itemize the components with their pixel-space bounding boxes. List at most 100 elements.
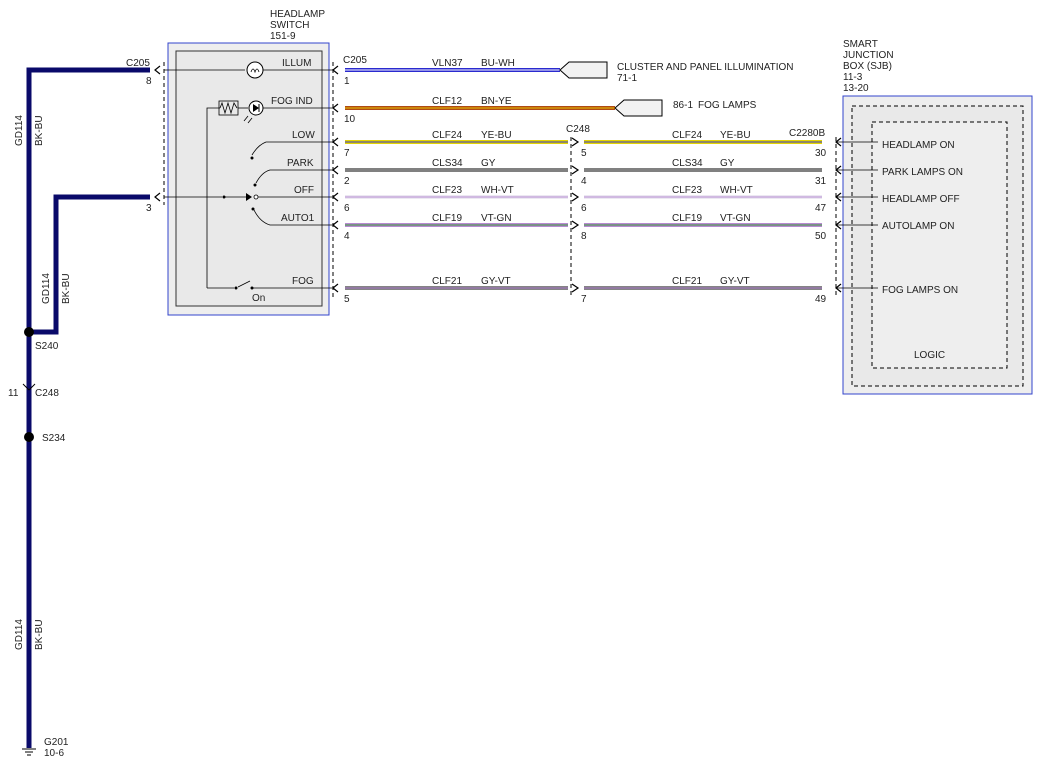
c205-right-label: C205 (343, 55, 367, 66)
headlamp-switch-title-1: HEADLAMP (270, 9, 325, 20)
ground-g201-label: G201 (44, 737, 69, 748)
wire-fog-circuit-2: CLF21 (672, 276, 702, 287)
wire-park-circuit-1: CLS34 (432, 158, 463, 169)
switch-off-label: OFF (294, 185, 314, 196)
wire-low-pin: 7 (344, 148, 350, 159)
c205-pin8-arrow-icon (154, 65, 161, 75)
splice-s234-label: S234 (42, 433, 66, 444)
headlamp-switch-ref: 151-9 (270, 31, 296, 42)
sjb-input-headlamp-off: HEADLAMP OFF (882, 194, 960, 205)
sjb-title-3: BOX (SJB) (843, 61, 892, 72)
c205-left-label: C205 (126, 58, 150, 69)
wire-fog-color-2: GY-VT (720, 276, 750, 287)
wire-fog-ind-pin: 10 (344, 114, 356, 125)
fog-flag-icon (614, 99, 663, 117)
wire-auto1-pin: 4 (344, 231, 350, 242)
wire-off-pin-sjb: 47 (815, 203, 827, 214)
headlamp-switch-inner-box (175, 50, 323, 307)
wire-auto1-pin-c248: 8 (581, 231, 587, 242)
wire-low-color-2: YE-BU (720, 130, 751, 141)
wire-low-pin-sjb: 30 (815, 148, 827, 159)
wire-off-pin: 6 (344, 203, 350, 214)
fog-ref: 86-1 (673, 100, 693, 111)
ground-circuit-label-1: GD114 (14, 115, 25, 146)
wire-illum-circuit: VLN37 (432, 58, 463, 69)
c248-inline-connector (22, 383, 36, 391)
switch-park-label: PARK (287, 158, 314, 169)
fog-ind-resistor-icon (219, 101, 238, 115)
illum-lamp-icon (246, 61, 264, 79)
wire-fog-pin-c248: 7 (581, 294, 587, 305)
smart-junction-box: SMART JUNCTION BOX (SJB) 11-3 13-20 LOGI… (789, 39, 1033, 395)
sjb-logic-box (871, 121, 1008, 369)
wire-auto1-circuit-1: CLF19 (432, 213, 462, 224)
wire-low-pin-c248: 5 (581, 148, 587, 159)
fog-label: FOG LAMPS (698, 100, 757, 111)
c248-connector[interactable]: C248 (566, 124, 590, 298)
c248-label: C248 (566, 124, 590, 135)
wire-low-circuit-1: CLF24 (432, 130, 462, 141)
switch-fog-ind-label: FOG IND (271, 96, 313, 107)
headlamp-switch-title-2: SWITCH (270, 20, 309, 31)
wire-fog-ind-color: BN-YE (481, 96, 512, 107)
wire-fog-ind-circuit: CLF12 (432, 96, 462, 107)
wire-off-color-2: WH-VT (720, 185, 753, 196)
wire-park-circuit-2: CLS34 (672, 158, 703, 169)
ground-symbol-icon (22, 748, 36, 756)
wire-fog-color-1: GY-VT (481, 276, 511, 287)
wire-off-circuit-2: CLF23 (672, 185, 702, 196)
switch-on-label: On (252, 293, 265, 304)
ground-circuit: GD114 BK-BU GD114 BK-BU GD114 BK-BU S240… (8, 67, 150, 759)
sjb-ref-1: 11-3 (843, 72, 863, 83)
wire-park-pin-c248: 4 (581, 176, 587, 187)
wire-park-pin-sjb: 31 (815, 176, 827, 187)
sjb-ref-2: 13-20 (843, 83, 869, 94)
cluster-flag-icon (559, 61, 608, 79)
ground-circuit-label-2: GD114 (41, 273, 52, 304)
wire-auto1-pin-sjb: 50 (815, 231, 827, 242)
ground-color-label-3: BK-BU (34, 619, 45, 650)
c248-ground-pin: 11 (8, 388, 19, 399)
ground-wire-main[interactable] (26, 67, 150, 748)
sjb-input-fog-lamps-on: FOG LAMPS ON (882, 285, 958, 296)
headlamp-switch: HEADLAMP SWITCH 151-9 C205 8 3 C205 ILLU… (126, 9, 367, 316)
wire-low-color-1: YE-BU (481, 130, 512, 141)
wire-off-color-1: WH-VT (481, 185, 514, 196)
wire-off-pin-c248: 6 (581, 203, 587, 214)
c248-pin-arrows (571, 137, 580, 293)
wire-low-circuit-2: CLF24 (672, 130, 702, 141)
selector-arrow-icon (246, 193, 252, 201)
wire-fog-pin: 5 (344, 294, 350, 305)
c205-pin3-arrow-icon (154, 192, 161, 202)
ground-g201-ref: 10-6 (44, 748, 64, 759)
circuit-wires: VLN37 BU-WH 1 CLF12 BN-YE 10 CLF24 YE-BU… (344, 58, 827, 305)
splice-s234[interactable] (24, 432, 34, 442)
wire-fog-circuit-1: CLF21 (432, 276, 462, 287)
ground-circuit-label-3: GD114 (14, 619, 25, 650)
switch-auto1-label: AUTO1 (281, 213, 315, 224)
splice-s240-label: S240 (35, 341, 59, 352)
ground-color-label-1: BK-BU (34, 115, 45, 146)
switch-fog-label: FOG (292, 276, 314, 287)
c2280b-label: C2280B (789, 128, 825, 139)
destination-fog-lamps[interactable]: 86-1 FOG LAMPS (614, 99, 757, 117)
wire-illum-pin: 1 (344, 76, 350, 87)
sjb-title-1: SMART (843, 39, 878, 50)
switch-illum-label: ILLUM (282, 58, 311, 69)
switch-low-label: LOW (292, 130, 315, 141)
wire-auto1-color-2: VT-GN (720, 213, 751, 224)
cluster-ref: 71-1 (617, 73, 637, 84)
c205-left-pin-8: 8 (146, 76, 152, 87)
wire-auto1-color-1: VT-GN (481, 213, 512, 224)
wire-fog-pin-sjb: 49 (815, 294, 827, 305)
sjb-title-2: JUNCTION (843, 50, 894, 61)
ground-wire-branch[interactable] (29, 194, 150, 335)
c205-left-pin-3: 3 (146, 203, 152, 214)
cluster-label: CLUSTER AND PANEL ILLUMINATION (617, 62, 794, 73)
wire-auto1-circuit-2: CLF19 (672, 213, 702, 224)
destination-cluster-illumination[interactable]: CLUSTER AND PANEL ILLUMINATION 71-1 (559, 61, 794, 84)
wire-park-color-2: GY (720, 158, 735, 169)
splice-s240[interactable] (24, 327, 34, 337)
wire-off-circuit-1: CLF23 (432, 185, 462, 196)
